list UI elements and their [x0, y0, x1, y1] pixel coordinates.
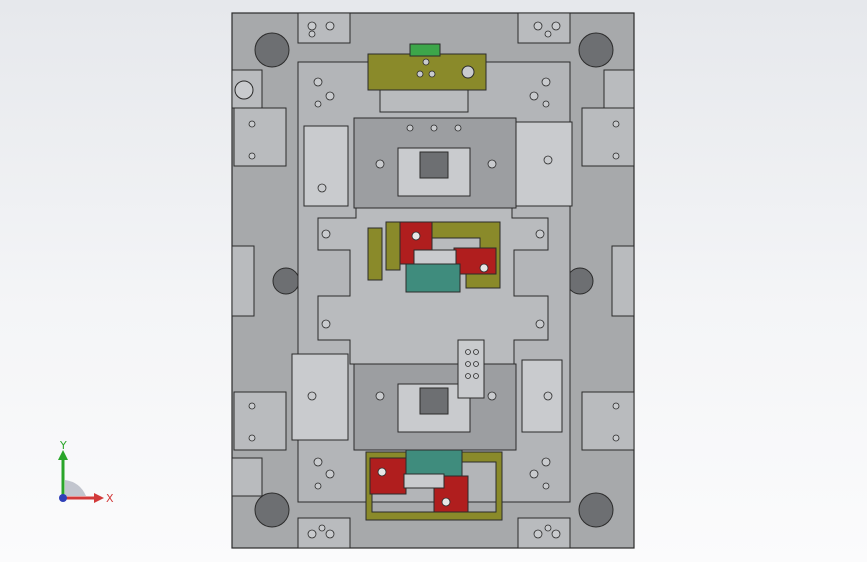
- origin-dot: [59, 494, 67, 502]
- mid-olive-left: [367, 227, 383, 281]
- mid-red-lifter-right: [453, 247, 497, 275]
- top-tab-right: [517, 12, 571, 44]
- bottom-teal-block: [405, 449, 463, 479]
- mid-teal-block: [405, 263, 461, 293]
- side-block-right-upper: [581, 107, 635, 167]
- bottom-red-lifter-left: [369, 457, 407, 495]
- right-slot-mid: [611, 245, 635, 317]
- ejector-column: [457, 339, 485, 399]
- top-slider-base: [379, 89, 469, 113]
- x-axis-arrow: [94, 493, 104, 503]
- bore-right-center: [566, 267, 594, 295]
- right-slot-top: [603, 69, 635, 109]
- upper-core-center: [419, 151, 449, 179]
- slide-left-lower: [291, 353, 349, 441]
- side-block-right-lower: [581, 391, 635, 451]
- top-slider-hole: [461, 65, 475, 79]
- x-axis-label: X: [106, 492, 114, 505]
- side-block-left-lower: [233, 391, 287, 451]
- slide-left-upper: [303, 125, 349, 207]
- slide-right-lower: [521, 359, 563, 433]
- bottom-tab-right: [517, 517, 571, 549]
- slide-right-upper: [515, 121, 573, 207]
- cap-screw-left-top: [234, 80, 254, 100]
- guide-bore-bl: [254, 492, 290, 528]
- y-axis-label: Y: [59, 440, 67, 452]
- bottom-link: [403, 473, 445, 489]
- left-slot-bottom: [231, 457, 263, 497]
- left-slot-mid: [231, 245, 255, 317]
- guide-bore-br: [578, 492, 614, 528]
- guide-bore-tl: [254, 32, 290, 68]
- top-green-insert: [409, 43, 441, 57]
- mold-assembly: [231, 12, 635, 549]
- guide-bore-tr: [578, 32, 614, 68]
- side-block-left-upper: [233, 107, 287, 167]
- screw-holes: [248, 21, 620, 539]
- lower-core-center: [419, 387, 449, 415]
- bottom-tab-left: [297, 517, 351, 549]
- mid-link: [413, 249, 457, 265]
- xy-plane-wedge: [65, 480, 86, 496]
- y-axis-arrow: [58, 450, 68, 460]
- bore-left-center: [272, 267, 300, 295]
- top-tab-left: [297, 12, 351, 44]
- coordinate-triad: Y X: [58, 440, 114, 505]
